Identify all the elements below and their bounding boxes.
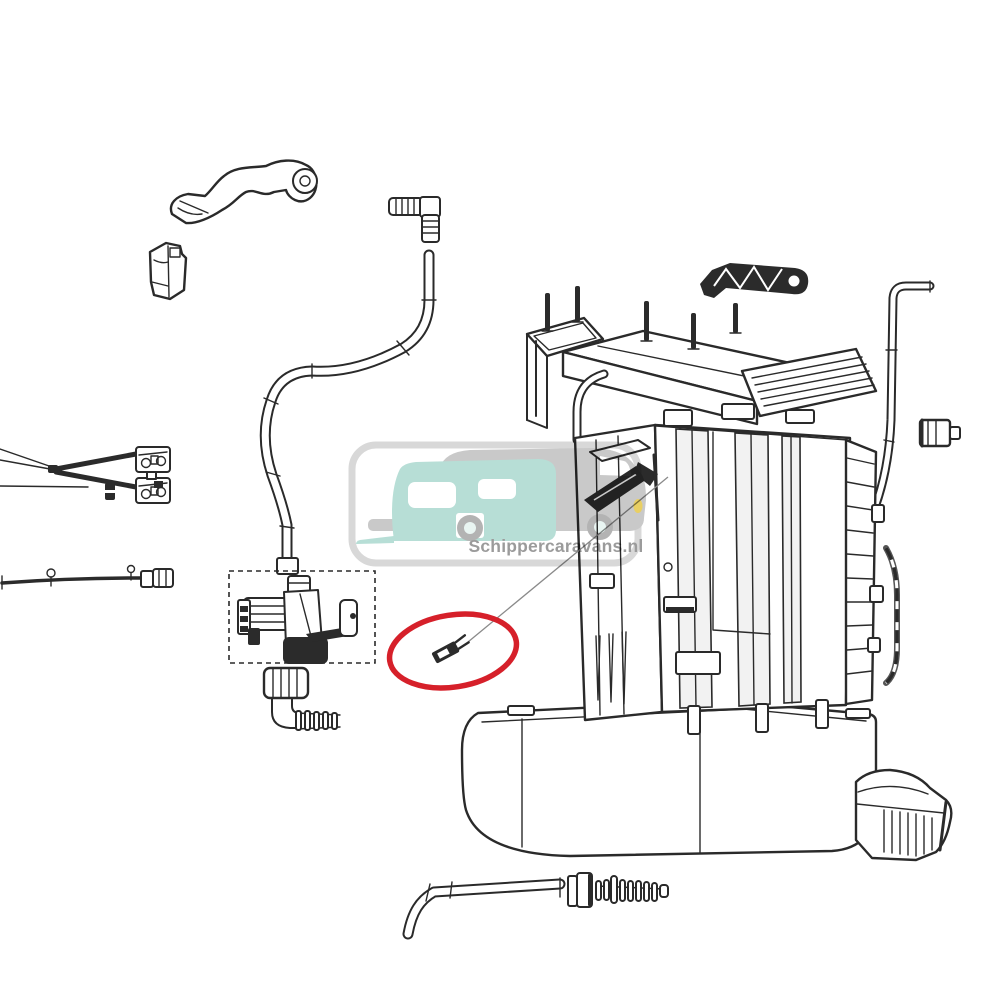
sensor-cable-icon: [0, 564, 174, 590]
flush-lever-icon: [169, 159, 318, 225]
mechanism-cover-icon: [561, 329, 878, 445]
water-fill-tube-icon: [259, 249, 437, 575]
retaining-clip-icon: [148, 241, 188, 301]
swivel-nut-icon: [262, 666, 310, 700]
wiring-harness-icon: [0, 446, 171, 504]
ratchet-lever-icon: [700, 263, 809, 298]
watermark-logo: Schippercaravans.nl: [348, 441, 646, 567]
mechanism-housing-icon: [573, 403, 885, 735]
cover-screws-icon: [541, 286, 742, 350]
watermark-caravan: [356, 459, 556, 544]
highlight-ellipse: [386, 611, 520, 691]
elbow-barb-fitting-icon: [271, 697, 341, 731]
watermark-text: Schippercaravans.nl: [469, 536, 644, 556]
water-valve-icon: [237, 575, 328, 664]
marked-hose-icon: [883, 545, 900, 686]
pump-outlet-icon: [854, 768, 953, 862]
plug-connector-icon: [918, 418, 961, 448]
waste-holding-pan-icon: [460, 696, 878, 858]
elbow-hose-connector-icon: [388, 196, 441, 243]
valve-bracket-icon: [306, 599, 358, 642]
tube-nut-icon: [567, 872, 593, 908]
barbed-coupling-icon: [595, 875, 669, 904]
discharge-tube-icon: [402, 877, 566, 940]
highlighted-pin-part-icon: [431, 634, 470, 664]
